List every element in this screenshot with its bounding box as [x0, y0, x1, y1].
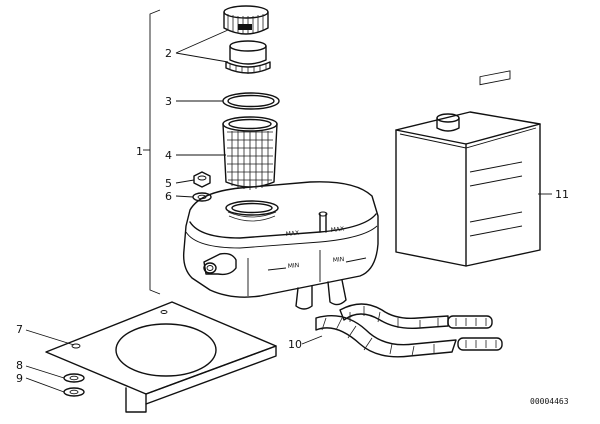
callout-1: 1 — [136, 145, 143, 158]
cap-notch — [238, 24, 252, 30]
hex-nut — [193, 171, 211, 188]
callout-8: 8 — [16, 359, 23, 372]
plate-washer-lower — [63, 387, 85, 397]
min-mark-front: MIN — [288, 262, 300, 270]
max-mark-top: MAX — [285, 230, 299, 238]
leader-lines — [25, 29, 552, 393]
callout-7: 7 — [16, 323, 23, 336]
hoses — [315, 303, 503, 358]
callout-numbers: 1 2 3 4 5 6 7 8 9 10 11 — [16, 47, 569, 385]
fluid-reservoir: MAX MAX MIN MIN — [182, 181, 379, 310]
callout-4: 4 — [165, 149, 172, 162]
callout-9: 9 — [16, 372, 23, 385]
callout-5: 5 — [165, 177, 172, 190]
plate-washer-upper — [63, 373, 85, 383]
callout-6: 6 — [165, 190, 172, 203]
document-number: 00004463 — [530, 397, 569, 406]
assembly-bracket — [143, 9, 161, 295]
callout-10: 10 — [288, 338, 302, 351]
min-mark-side: MIN — [333, 256, 345, 264]
callout-11: 11 — [555, 188, 569, 201]
callout-3: 3 — [165, 95, 172, 108]
washer — [192, 192, 212, 202]
filter-strainer — [222, 116, 278, 190]
fluid-can — [395, 70, 541, 267]
seal-ring — [222, 92, 280, 110]
reservoir-cap — [223, 5, 269, 35]
callout-2: 2 — [165, 47, 172, 60]
max-mark-top-right: MAX — [330, 226, 344, 234]
mounting-plate — [45, 301, 277, 413]
cap-insert — [225, 40, 271, 74]
